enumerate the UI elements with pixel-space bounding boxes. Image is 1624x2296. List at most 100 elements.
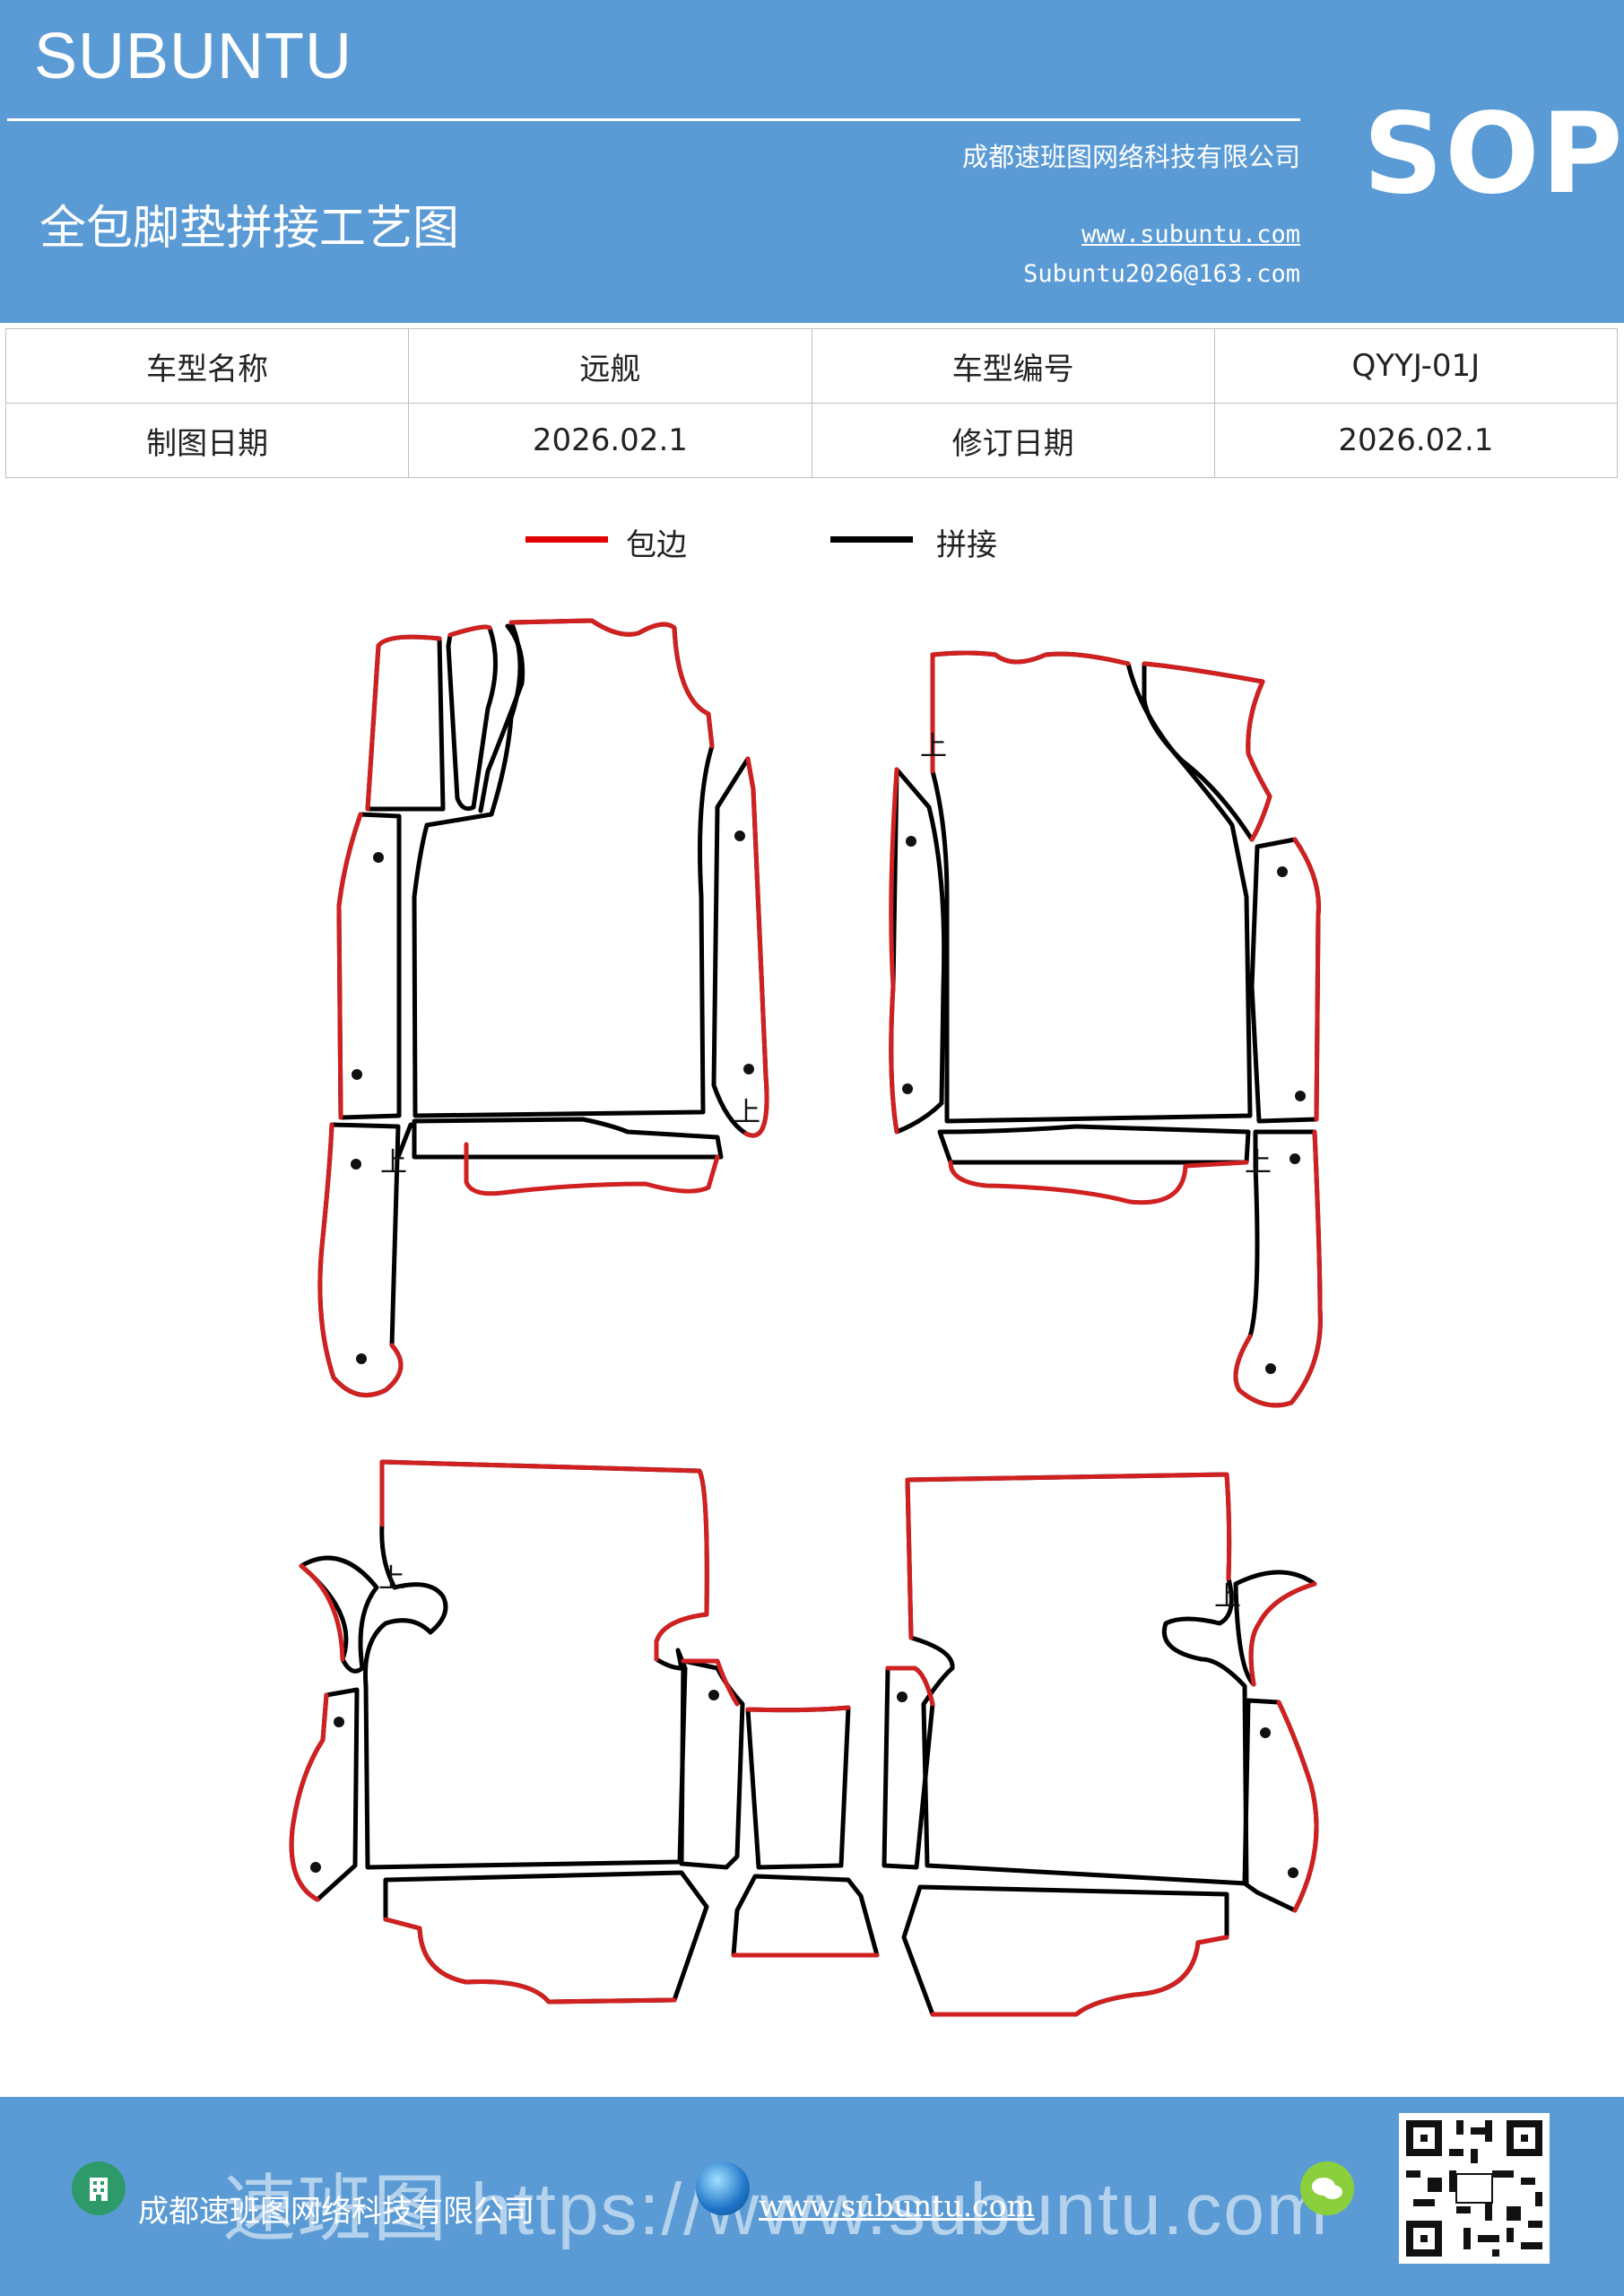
footer-website[interactable]: www.subuntu.com [759, 2188, 1035, 2223]
legend-edge-binding: 包边 [525, 520, 723, 574]
brand-logo: SUBUNTU [34, 21, 353, 92]
globe-icon[interactable] [696, 2161, 750, 2215]
mat-piece-edge [930, 1935, 1229, 2017]
mat-piece [745, 1705, 851, 1870]
fastener-hole [906, 836, 916, 847]
company-name: 成都速班图网络科技有限公司 [961, 142, 1300, 172]
mat-piece-edge [885, 1665, 935, 1707]
table-cell: 2026.02.1 [408, 403, 812, 478]
fastener-hole [897, 1692, 908, 1702]
mat-piece [412, 1117, 724, 1160]
mat-piece-edge [1248, 1581, 1317, 1687]
floor-mat-diagram: 上 上 上 上 上 上 [289, 618, 1323, 2017]
mat-piece-edge [383, 1917, 677, 2005]
table-cell: QYYJ-01J [1213, 328, 1619, 404]
fastener-hole [902, 1083, 913, 1094]
header-divider [7, 118, 1300, 121]
mat-piece-edge [508, 618, 715, 749]
mat-piece [464, 1142, 720, 1196]
mat-piece-edge [1142, 661, 1272, 842]
legend-label: 包边 [626, 527, 687, 563]
orientation-mark: 上 [734, 1097, 760, 1128]
page-title: 全包脚垫拼接工艺图 [39, 202, 460, 256]
mat-piece-edge [745, 1705, 851, 1713]
fastener-hole [1277, 866, 1288, 877]
mat-piece-edge [447, 624, 492, 638]
mat-piece-edge [1276, 1700, 1319, 1913]
orientation-mark: 上 [920, 731, 947, 762]
fastener-hole [351, 1159, 361, 1170]
table-cell: 车型名称 [4, 328, 410, 404]
mat-piece-edge [299, 1563, 345, 1662]
legend-swatch-red [525, 536, 608, 543]
fastener-hole [373, 852, 384, 863]
footer-watermark: 速班图 https://www.subuntu.com [222, 2169, 1330, 2250]
mat-piece [889, 767, 947, 1135]
fastener-hole [743, 1064, 754, 1074]
fastener-hole [1265, 1363, 1276, 1374]
mat-piece [937, 1124, 1251, 1165]
mat-piece [901, 1884, 1229, 2017]
footer-company: 成都速班图网络科技有限公司 [138, 2194, 534, 2230]
mat-piece [299, 1555, 379, 1674]
table-cell: 车型编号 [811, 328, 1215, 404]
mat-piece-edge [336, 812, 363, 1120]
table-row: 车型名称 远舰 车型编号 QYYJ-01J [4, 328, 1619, 404]
fastener-hole [310, 1862, 321, 1873]
orientation-mark: 上 [380, 1147, 407, 1178]
mat-piece [446, 624, 498, 812]
fastener-hole [1260, 1727, 1271, 1738]
fastener-holes [310, 831, 1306, 1878]
mat-piece [930, 650, 1253, 1124]
mat-piece [905, 1472, 1249, 1886]
fastener-hole [734, 831, 745, 841]
table-row: 制图日期 2026.02.1 修订日期 2026.02.1 [4, 403, 1619, 478]
legend-label: 拼接 [936, 527, 997, 563]
table-cell: 远舰 [408, 328, 812, 404]
mat-piece [395, 1122, 413, 1160]
website-link[interactable]: www.subuntu.com [1081, 221, 1300, 248]
mat-piece-edge [905, 1472, 1232, 1640]
fastener-hole [334, 1717, 344, 1727]
mat-piece-edge [365, 634, 442, 812]
mat-piece [1249, 837, 1321, 1124]
mat-piece [1242, 1698, 1319, 1913]
mat-piece-edge [289, 1692, 329, 1902]
legend-swatch-black [830, 536, 913, 543]
building-icon [72, 2161, 126, 2215]
mat-piece [412, 618, 715, 1118]
orientation-mark: 上 [1245, 1147, 1272, 1178]
fastener-hole [1295, 1091, 1306, 1101]
table-cell: 制图日期 [4, 403, 410, 478]
sop-badge: SOP [1363, 90, 1624, 219]
mat-piece [362, 1459, 709, 1870]
mat-piece-edge [379, 1459, 709, 1662]
mat-piece [383, 1870, 709, 2005]
mat-piece-edge [317, 1122, 404, 1398]
fastener-hole [1288, 1867, 1298, 1878]
fastener-hole [1290, 1153, 1300, 1164]
mat-piece-edge [1292, 837, 1321, 1122]
mat-piece [731, 1874, 880, 1958]
wechat-icon[interactable] [1300, 2161, 1354, 2215]
mat-piece-edge [1233, 1129, 1323, 1408]
mat-piece [1142, 661, 1272, 842]
header-banner: SUBUNTU 成都速班图网络科技有限公司 全包脚垫拼接工艺图 www.subu… [0, 0, 1624, 323]
contact-email[interactable]: Subuntu2026@163.com [1023, 260, 1300, 288]
fastener-hole [356, 1353, 367, 1364]
legend-seam: 拼接 [830, 520, 1028, 574]
mat-piece-edge [948, 1160, 1249, 1205]
mat-piece-edge [681, 1658, 740, 1707]
footer-banner [0, 2097, 1624, 2296]
vehicle-info-table: 车型名称 远舰 车型编号 QYYJ-01J 制图日期 2026.02.1 修订日… [4, 328, 1619, 478]
fastener-hole [708, 1690, 719, 1700]
mat-piece-edge [930, 650, 1131, 774]
mat-piece-edge [743, 756, 769, 1138]
orientation-mark: 上 [378, 1563, 405, 1595]
table-cell: 修订日期 [811, 403, 1215, 478]
fastener-hole [352, 1069, 362, 1080]
table-cell: 2026.02.1 [1213, 403, 1619, 478]
qr-code [1399, 2113, 1550, 2264]
orientation-mark: 上 [1214, 1581, 1241, 1613]
mat-piece-edge [889, 767, 899, 1135]
